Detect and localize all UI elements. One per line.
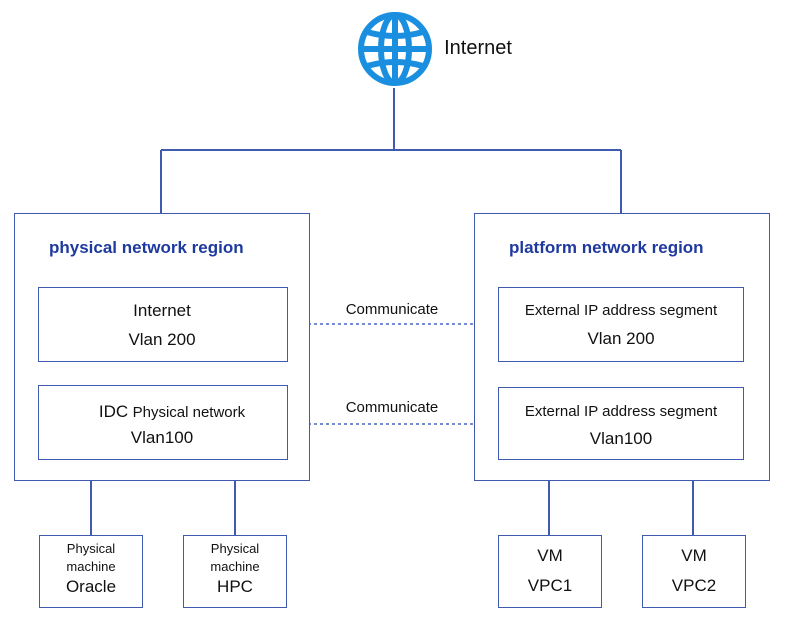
idc-prefix: IDC bbox=[98, 402, 129, 421]
ext-top-line2: Vlan 200 bbox=[587, 329, 655, 348]
physical-region-title: physical network region bbox=[49, 238, 244, 257]
physical-internet-line1: Internet bbox=[133, 301, 191, 320]
machine-hpc-line1: Physical bbox=[210, 541, 260, 556]
vm-vpc1-line2: VPC1 bbox=[527, 576, 573, 595]
platform-region-title: platform network region bbox=[509, 238, 704, 257]
idc-line1: IDC Physical network bbox=[99, 402, 245, 422]
ext-top-line1: External IP address segment bbox=[524, 302, 718, 319]
vm-vpc2-line1: VM bbox=[681, 546, 707, 565]
idc-line2: Vlan100 bbox=[130, 428, 194, 447]
idc-rest: Physical network bbox=[132, 404, 246, 421]
machine-oracle-line2: machine bbox=[66, 559, 116, 574]
communicate-top-label: Communicate bbox=[345, 301, 439, 318]
machine-oracle-line1: Physical bbox=[66, 541, 116, 556]
physical-internet-line2: Vlan 200 bbox=[128, 330, 196, 349]
machine-hpc: Physical machine HPC bbox=[183, 535, 287, 608]
external-ip-box-vlan100: External IP address segment Vlan100 bbox=[498, 387, 744, 460]
vm-vpc1-line1: VM bbox=[537, 546, 563, 565]
globe-icon bbox=[358, 12, 432, 86]
idc-physical-network-box: IDC Physical network Vlan100 bbox=[38, 385, 288, 460]
internet-label: Internet bbox=[444, 37, 512, 59]
vm-vpc2-line2: VPC2 bbox=[671, 576, 717, 595]
communicate-bottom-label: Communicate bbox=[345, 399, 439, 416]
machine-hpc-line2: machine bbox=[210, 559, 260, 574]
ext-bottom-line1: External IP address segment bbox=[524, 403, 718, 420]
machine-hpc-line3: HPC bbox=[217, 577, 253, 596]
external-ip-box-vlan200: External IP address segment Vlan 200 bbox=[498, 287, 744, 362]
machine-oracle: Physical machine Oracle bbox=[39, 535, 143, 608]
ext-bottom-line2: Vlan100 bbox=[589, 429, 653, 448]
vm-vpc2: VM VPC2 bbox=[642, 535, 746, 608]
machine-oracle-line3: Oracle bbox=[65, 577, 117, 596]
physical-internet-box: Internet Vlan 200 bbox=[38, 287, 288, 362]
vm-vpc1: VM VPC1 bbox=[498, 535, 602, 608]
